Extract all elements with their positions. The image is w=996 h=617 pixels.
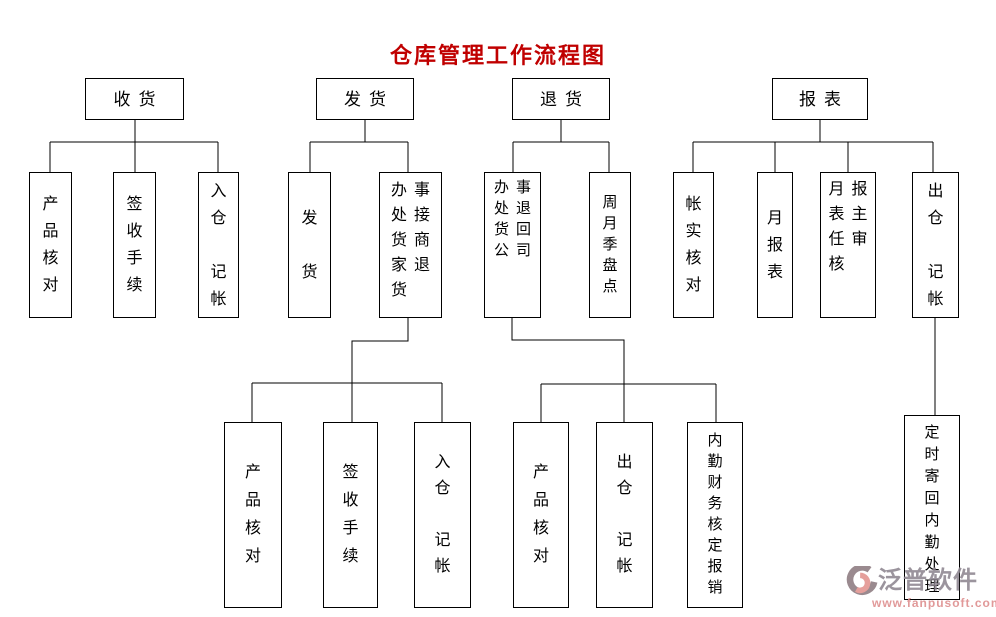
box-shipping-sub-product-check: 产 品 核 对 [224, 422, 282, 608]
fanpu-logo-dark-arc [846, 566, 878, 595]
page-title: 仓库管理工作流程图 [389, 43, 606, 68]
box-label: 发 货 [301, 209, 318, 281]
box-label: 办事 处退 货回 公司 [493, 180, 538, 259]
box-label: 发货 [344, 89, 394, 109]
box-label: 周 月 季 盘 点 [602, 194, 618, 295]
watermark-brand: 泛普软件 [878, 567, 978, 594]
box-returns: 退货 [512, 78, 610, 120]
box-receiving-product-check: 产 品 核 对 [29, 172, 72, 318]
box-reports-warehouse-out-bookkeeping: 出 仓 记 帐 [912, 172, 959, 318]
box-reports-account-reality-check: 帐 实 核 对 [673, 172, 714, 318]
box-shipping-sub-warehouse-entry-bookkeeping: 入 仓 记 帐 [414, 422, 471, 608]
box-label: 定 时 寄 回 内 勤 处 理 [924, 425, 940, 595]
fanpu-logo-salmon-arc [855, 572, 871, 594]
box-returns-sub-product-check: 产 品 核 对 [513, 422, 569, 608]
box-reports-monthly-report-director-review: 月报 表主 任审 核 [820, 172, 876, 318]
box-returns-sub-internal-finance-reimbursement: 内 勤 财 务 核 定 报 销 [687, 422, 743, 608]
box-returns-sub-warehouse-out-bookkeeping: 出 仓 记 帐 [596, 422, 653, 608]
box-label: 出 仓 记 帐 [927, 182, 944, 308]
box-shipping-dispatch: 发 货 [288, 172, 331, 318]
box-label: 产 品 核 对 [42, 196, 59, 294]
connector-path [49, 120, 936, 422]
box-label: 月报 表主 任审 核 [828, 181, 875, 273]
box-label: 内 勤 财 务 核 定 报 销 [707, 433, 723, 596]
box-label: 产 品 核 对 [244, 464, 261, 565]
box-receiving-sign-procedure: 签 收 手 续 [113, 172, 156, 318]
box-label: 出 仓 记 帐 [616, 454, 633, 575]
box-receiving-warehouse-entry-bookkeeping: 入 仓 记 帐 [198, 172, 239, 318]
box-label: 月 报 表 [766, 209, 783, 281]
box-shipping-office-merchant-returns: 办事 处接 货商 家退 货 [379, 172, 442, 318]
watermark-url: www.fanpusoft.com [872, 596, 996, 610]
box-reports-monthly-report: 月 报 表 [757, 172, 793, 318]
box-label: 签 收 手 续 [342, 464, 359, 565]
box-label: 签 收 手 续 [126, 196, 143, 294]
box-reports: 报表 [772, 78, 868, 120]
fanpu-logo-icon [846, 566, 878, 595]
box-label: 收货 [113, 89, 164, 109]
box-receiving: 收货 [85, 78, 184, 120]
box-label: 入 仓 记 帐 [210, 182, 227, 308]
box-label: 办事 处接 货商 家退 货 [390, 182, 437, 299]
box-returns-office-return-to-company: 办事 处退 货回 公司 [484, 172, 541, 318]
box-label: 退货 [540, 89, 590, 109]
box-label: 报表 [799, 89, 849, 109]
box-reports-sub-send-back-internal-processing: 定 时 寄 回 内 勤 处 理 [904, 415, 960, 600]
box-shipping-sub-sign-procedure: 签 收 手 续 [323, 422, 378, 608]
watermark: 泛普软件 www.fanpusoft.com [846, 566, 996, 609]
box-label: 产 品 核 对 [532, 464, 549, 565]
box-label: 入 仓 记 帐 [434, 454, 451, 575]
box-label: 帐 实 核 对 [685, 196, 702, 294]
watermark-row: 泛普软件 [846, 566, 996, 596]
box-returns-periodic-stocktake: 周 月 季 盘 点 [589, 172, 631, 318]
box-shipping: 发货 [316, 78, 414, 120]
